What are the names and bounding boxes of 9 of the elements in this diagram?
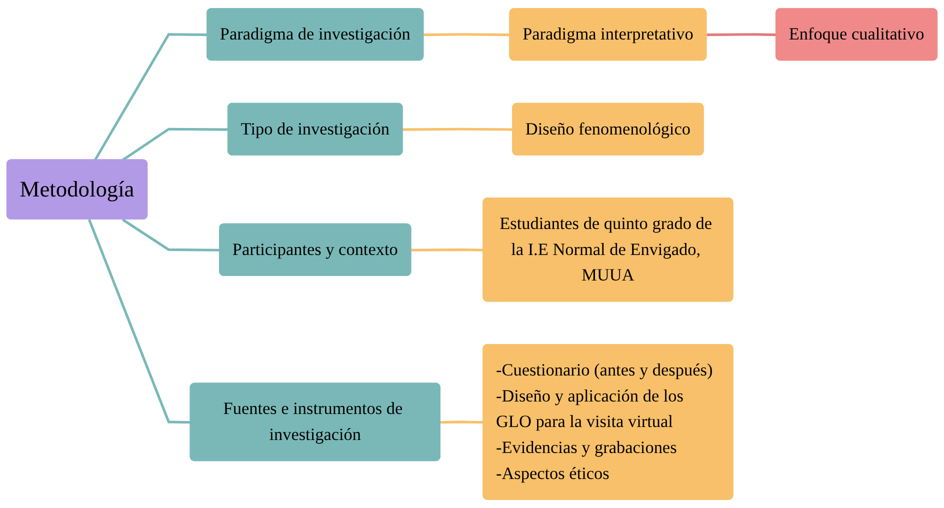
connector: [402, 128, 513, 131]
connector: [94, 33, 208, 161]
connector: [88, 219, 191, 424]
connector: [122, 218, 220, 252]
connector: [424, 33, 510, 36]
connector: [411, 248, 484, 252]
connector: [440, 420, 484, 424]
connector: [122, 128, 228, 162]
connector: [706, 33, 776, 36]
